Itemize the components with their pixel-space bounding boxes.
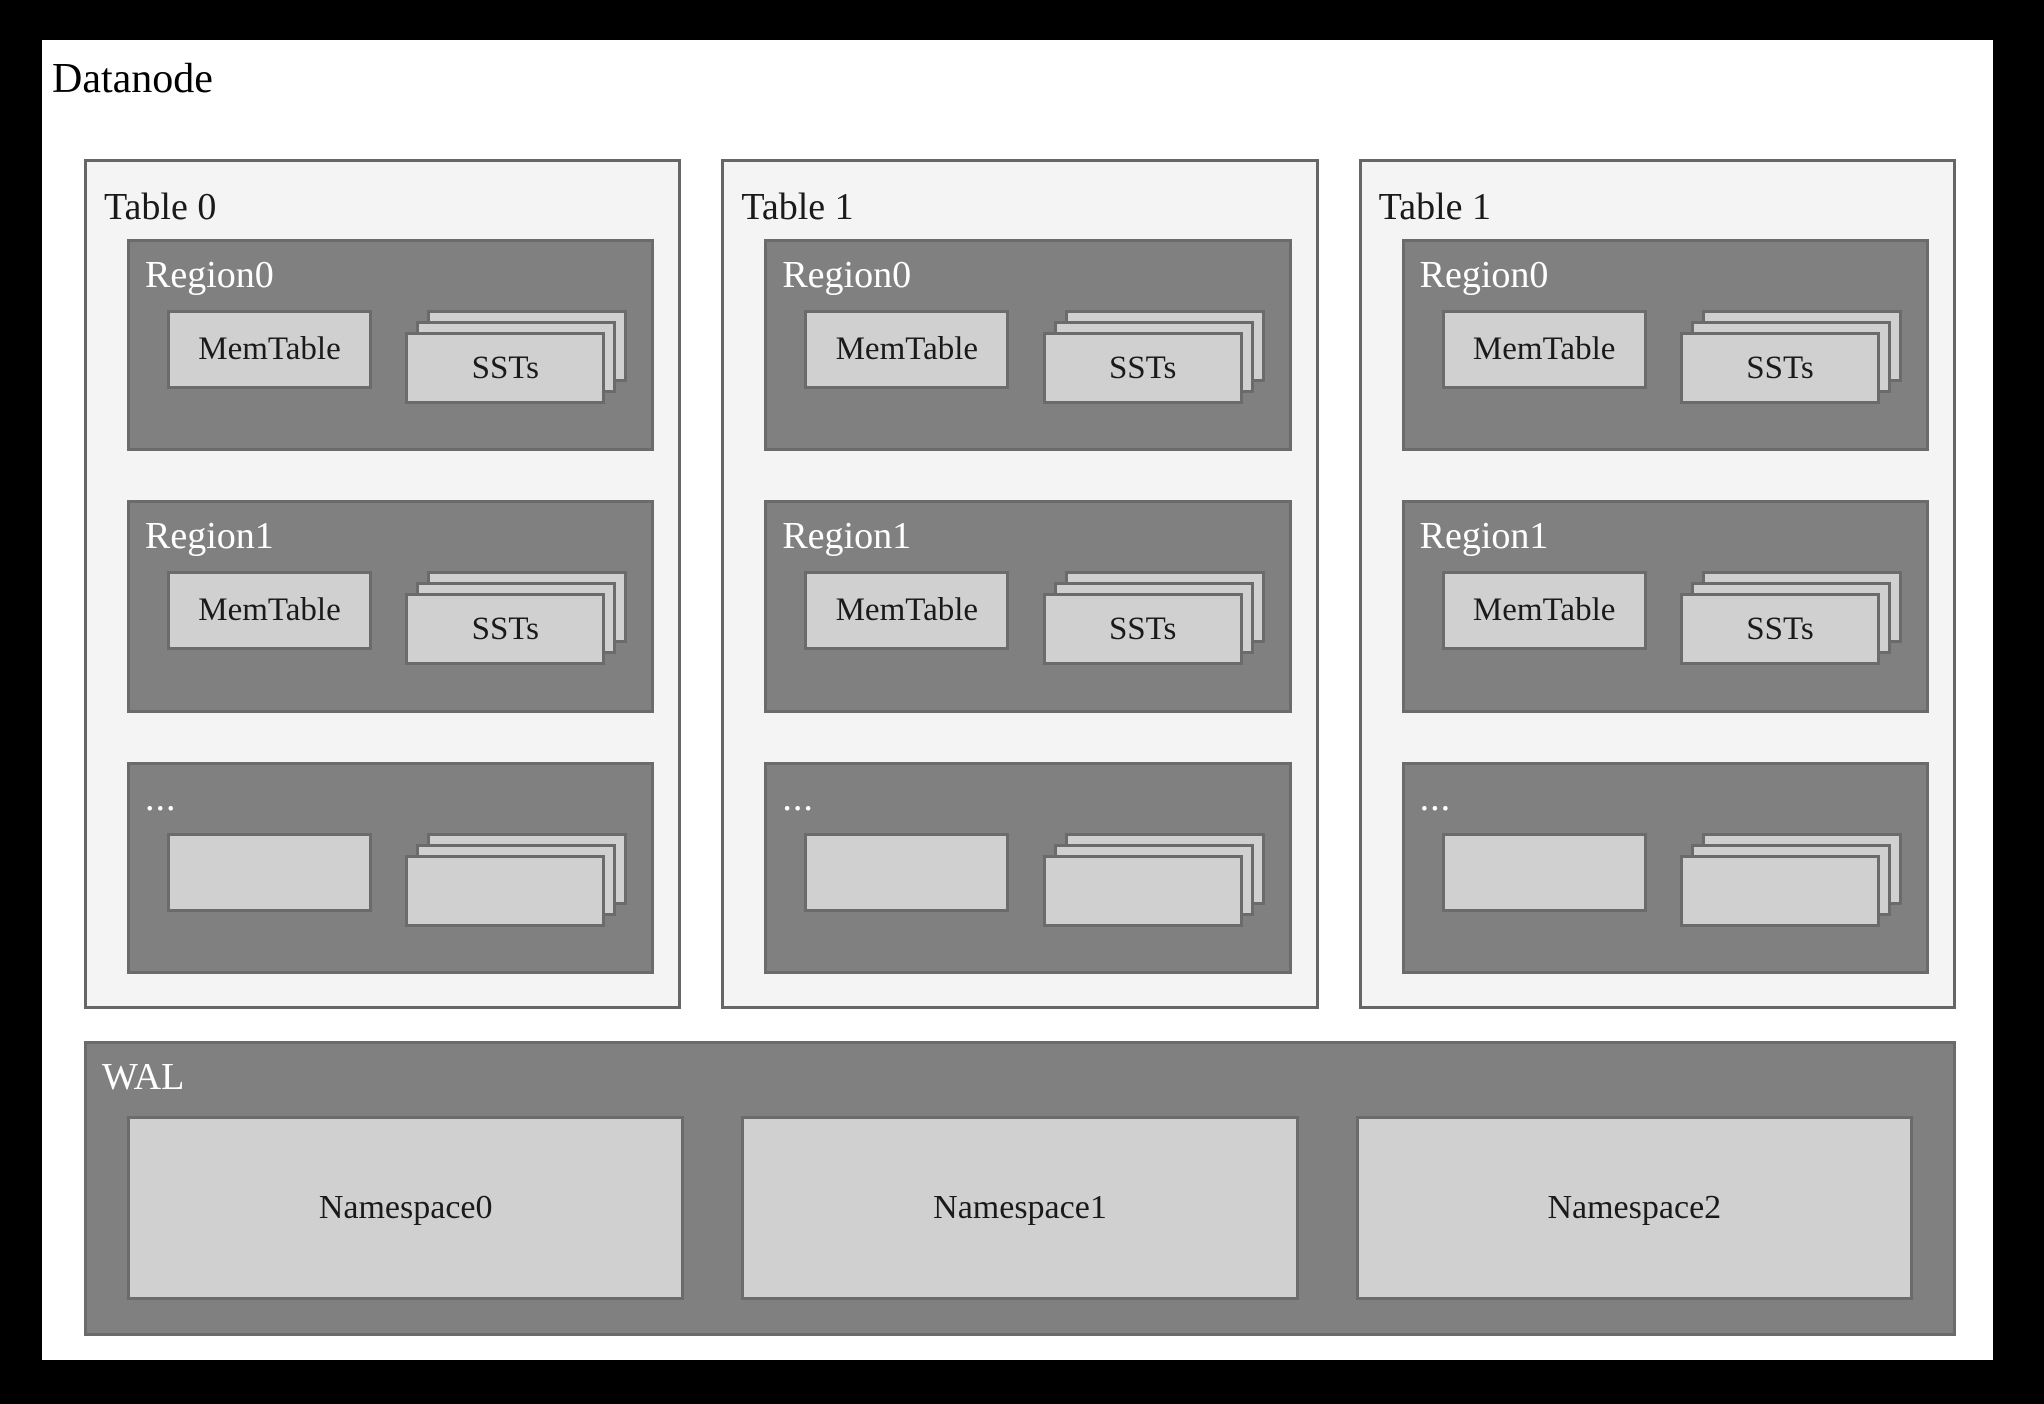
memtable-box[interactable]: MemTable [804, 310, 1010, 389]
region-body [167, 832, 629, 953]
regions-wrap: Region0 MemTable SSTs Region1 M [764, 239, 1292, 974]
sst-sheet-front [1042, 854, 1243, 927]
region-body: MemTable SSTs [1441, 310, 1904, 430]
region-block[interactable]: Region0 MemTable SSTs [764, 239, 1292, 452]
namespace-box-1[interactable]: Namespace1 [741, 1116, 1299, 1300]
table-title: Table 1 [1378, 186, 1492, 228]
sst-sheet-front: SSTs [405, 332, 606, 404]
regions-wrap: Region0 MemTable SSTs Region1 M [1401, 239, 1929, 974]
region-block[interactable]: Region0 MemTable SSTs [127, 239, 655, 452]
sst-stack[interactable]: SSTs [1679, 310, 1902, 404]
table-panel-0[interactable]: Table 0 Region0 MemTable SSTs [84, 159, 682, 1009]
sst-sheet-front: SSTs [1679, 593, 1880, 666]
sst-sheet-front [1679, 854, 1880, 927]
sst-stack-empty[interactable] [1679, 832, 1902, 927]
region-body: MemTable SSTs [804, 571, 1266, 691]
region-block-ellipsis[interactable]: ... [1401, 761, 1929, 974]
sst-stack-empty[interactable] [405, 832, 628, 927]
namespace-box-0[interactable]: Namespace0 [127, 1116, 685, 1300]
wal-namespaces: Namespace0 Namespace1 Namespace2 [127, 1116, 1913, 1300]
sst-sheet-front [405, 854, 606, 927]
memtable-box[interactable]: MemTable [804, 571, 1010, 651]
wal-block[interactable]: WAL Namespace0 Namespace1 Namespace2 [84, 1041, 1956, 1336]
region-block-ellipsis[interactable]: ... [764, 761, 1292, 974]
page-title: Datanode [52, 56, 213, 102]
sst-stack[interactable]: SSTs [405, 310, 628, 404]
region-body: MemTable SSTs [1441, 571, 1904, 691]
region-title-ellipsis: ... [145, 776, 177, 819]
region-body: MemTable SSTs [167, 310, 629, 430]
table-title: Table 0 [104, 186, 217, 228]
sst-sheet-front: SSTs [1042, 332, 1243, 404]
sst-stack[interactable]: SSTs [1042, 310, 1265, 404]
memtable-box[interactable]: MemTable [167, 571, 372, 651]
region-title: Region0 [782, 254, 912, 296]
memtable-box[interactable]: MemTable [1441, 310, 1647, 389]
region-title: Region1 [1419, 515, 1549, 558]
region-title: Region0 [1419, 254, 1549, 296]
sst-stack[interactable]: SSTs [1042, 571, 1265, 666]
wal-title: WAL [102, 1056, 185, 1098]
tables-row: Table 0 Region0 MemTable SSTs [84, 159, 1956, 1009]
datanode-canvas: Datanode Table 0 Region0 MemTable SSTs [42, 40, 1993, 1360]
memtable-box[interactable]: MemTable [1441, 571, 1647, 651]
region-body [1441, 832, 1904, 953]
region-block[interactable]: Region1 MemTable SSTs [1401, 500, 1929, 713]
memtable-box-empty[interactable] [1441, 832, 1647, 912]
memtable-box-empty[interactable] [167, 832, 372, 912]
region-title: Region0 [145, 254, 274, 296]
region-title-ellipsis: ... [782, 776, 814, 819]
sst-sheet-front: SSTs [1042, 593, 1243, 666]
region-block[interactable]: Region1 MemTable SSTs [127, 500, 655, 713]
region-body: MemTable SSTs [167, 571, 629, 691]
region-body [804, 832, 1266, 953]
region-block[interactable]: Region0 MemTable SSTs [1401, 239, 1929, 452]
region-block[interactable]: Region1 MemTable SSTs [764, 500, 1292, 713]
sst-stack-empty[interactable] [1042, 832, 1265, 927]
region-block-ellipsis[interactable]: ... [127, 761, 655, 974]
region-title-ellipsis: ... [1419, 776, 1452, 819]
regions-wrap: Region0 MemTable SSTs Region1 M [127, 239, 655, 974]
memtable-box[interactable]: MemTable [167, 310, 372, 389]
region-body: MemTable SSTs [804, 310, 1266, 430]
namespace-box-2[interactable]: Namespace2 [1355, 1116, 1913, 1300]
region-title: Region1 [782, 515, 912, 558]
sst-sheet-front: SSTs [405, 593, 606, 666]
memtable-box-empty[interactable] [804, 832, 1010, 912]
table-title: Table 1 [741, 186, 854, 228]
sst-stack[interactable]: SSTs [405, 571, 628, 666]
region-title: Region1 [145, 515, 274, 558]
sst-sheet-front: SSTs [1679, 332, 1880, 404]
table-panel-1[interactable]: Table 1 Region0 MemTable SSTs [721, 159, 1319, 1009]
sst-stack[interactable]: SSTs [1679, 571, 1902, 666]
table-panel-2[interactable]: Table 1 Region0 MemTable SSTs [1358, 159, 1956, 1009]
